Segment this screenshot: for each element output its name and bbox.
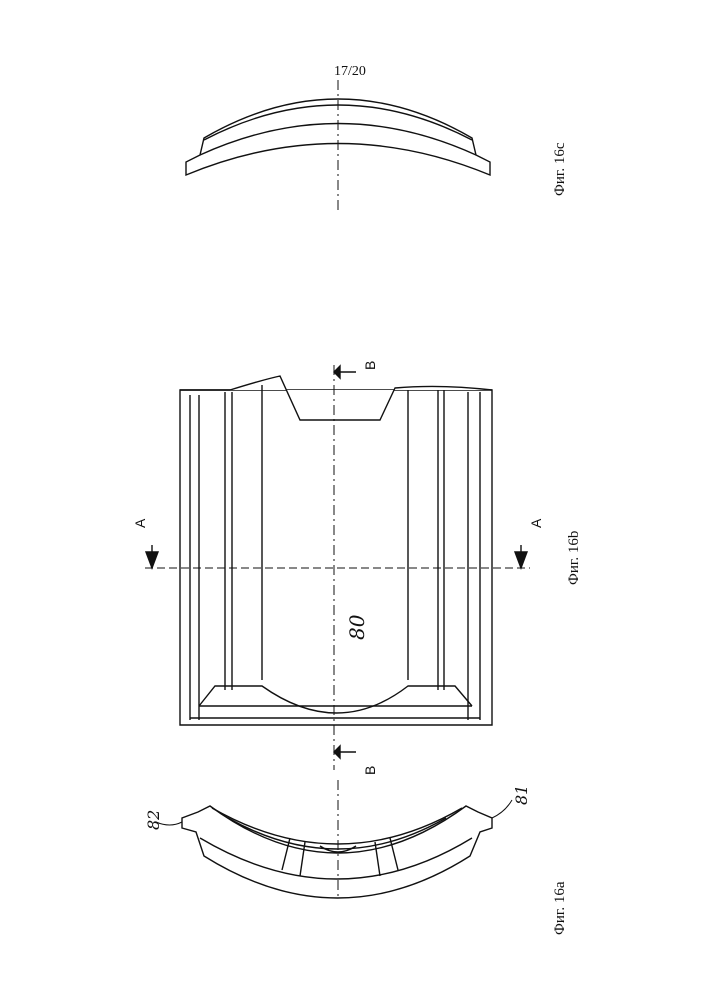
section-marker-a-top: A — [132, 519, 148, 528]
section-marker-b-top: B — [362, 361, 378, 370]
figure-caption-16b: Фиг. 16b — [566, 531, 583, 585]
figure-16b-drawing — [145, 365, 530, 770]
figure-caption-16a: Фиг. 16a — [552, 882, 569, 936]
figure-caption-16c: Фиг. 16c — [552, 143, 569, 197]
handwritten-ref-82: 82 — [144, 810, 163, 830]
figure-16a-drawing — [156, 780, 512, 900]
section-marker-a-bottom: A — [528, 519, 544, 528]
section-marker-b-bottom: B — [362, 766, 378, 775]
handwritten-ref-80: 80 — [345, 615, 369, 640]
handwritten-ref-81: 81 — [512, 785, 531, 805]
figure-16c-drawing — [186, 80, 490, 210]
